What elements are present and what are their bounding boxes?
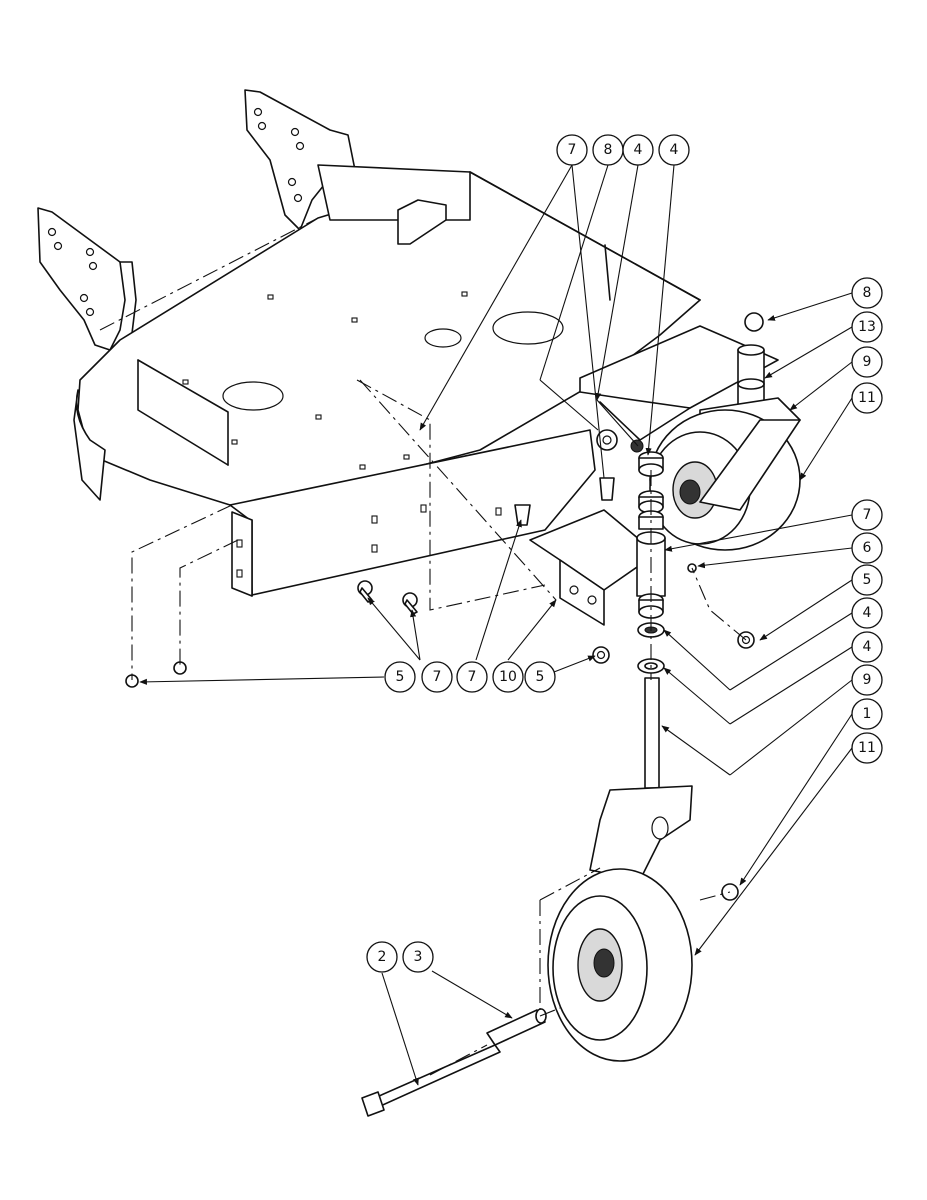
callout-3: 3 [402,941,434,973]
callout-8-top: 8 [592,134,624,166]
svg-text:11: 11 [858,390,876,406]
callout-7-bottom-b: 7 [456,661,488,693]
assembly-lines [99,217,747,1076]
svg-text:8: 8 [863,285,872,301]
svg-text:2: 2 [378,949,387,965]
callout-2: 2 [366,941,398,973]
svg-text:8: 8 [604,142,613,158]
svg-text:6: 6 [863,540,872,556]
mower-deck [37,89,701,597]
callout-6: 6 [851,532,883,564]
svg-text:9: 9 [863,672,872,688]
svg-text:5: 5 [396,669,405,685]
callout-5-bottom: 5 [524,661,556,693]
callout-4-top-a: 4 [622,134,654,166]
svg-text:3: 3 [414,949,423,965]
callout-7-bottom-a: 7 [421,661,453,693]
svg-text:1: 1 [863,706,872,722]
callout-9-upper: 9 [851,346,883,378]
svg-text:4: 4 [863,639,872,655]
callout-5-right: 5 [851,564,883,596]
svg-text:7: 7 [568,142,577,158]
svg-text:11: 11 [858,740,876,756]
callout-8-right: 8 [851,277,883,309]
callout-7-top: 7 [556,134,588,166]
svg-text:10: 10 [499,669,517,685]
axle-bolt-and-spacer [361,1008,547,1117]
callout-4-right-a: 4 [851,597,883,629]
exploded-caster-bracket [529,509,666,626]
callout-13: 13 [851,311,883,343]
svg-text:9: 9 [863,354,872,370]
svg-text:4: 4 [670,142,679,158]
svg-text:7: 7 [863,507,872,523]
svg-text:4: 4 [863,605,872,621]
callout-4-right-b: 4 [851,631,883,663]
leader-lines [139,164,853,1086]
svg-text:5: 5 [863,572,872,588]
svg-text:4: 4 [634,142,643,158]
svg-text:13: 13 [858,319,876,335]
callout-1: 1 [851,698,883,730]
lower-caster-wheel [547,677,739,1062]
svg-text:7: 7 [433,669,442,685]
callout-10: 10 [492,661,524,693]
callout-7-right: 7 [851,499,883,531]
callout-11-upper: 11 [851,382,883,414]
callout-9-lower: 9 [851,664,883,696]
callout-11-lower: 11 [851,732,883,764]
upper-caster-assembly [579,312,801,551]
svg-text:7: 7 [468,669,477,685]
svg-text:5: 5 [536,669,545,685]
callout-5-bottom-left: 5 [384,661,416,693]
callout-4-top-b: 4 [658,134,690,166]
